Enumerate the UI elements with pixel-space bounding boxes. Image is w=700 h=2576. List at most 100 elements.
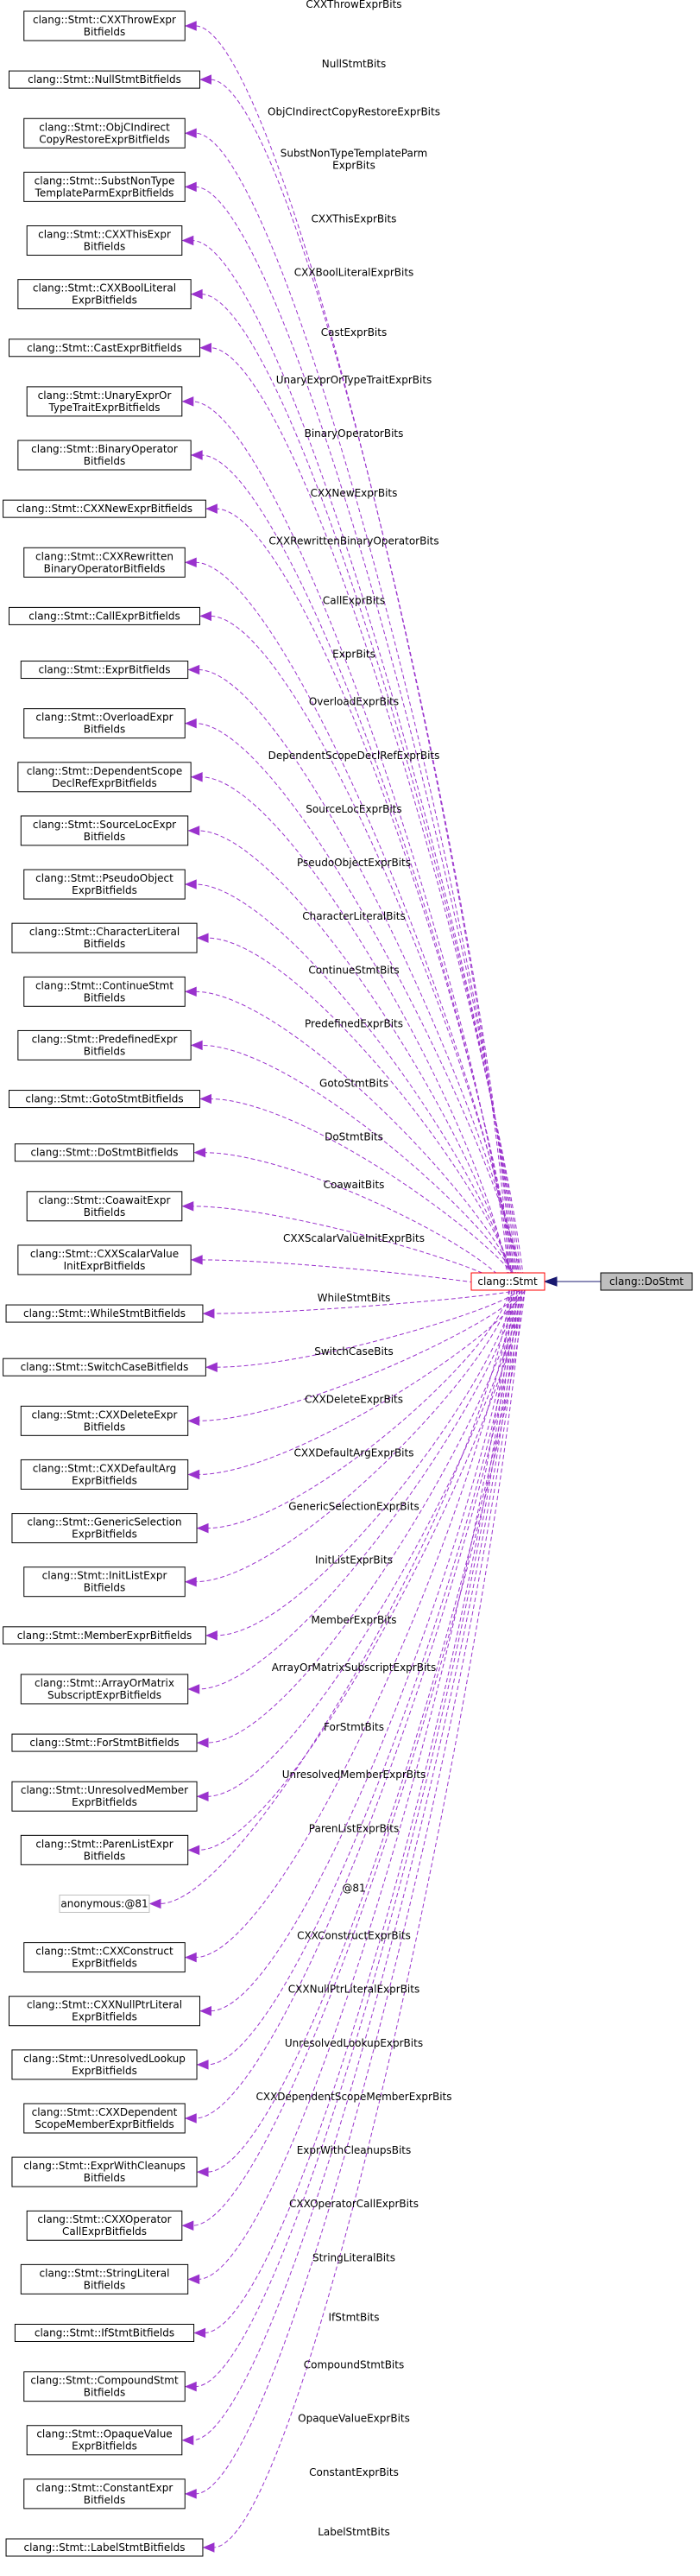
- member-node[interactable]: clang::Stmt::UnresolvedLookupExprBitfiel…: [11, 2049, 198, 2080]
- usage-edge-arrowhead: [184, 128, 197, 139]
- usage-edge-arrowhead: [184, 557, 197, 568]
- member-node[interactable]: clang::Stmt::CXXNullPtrLiteralExprBitfie…: [9, 1996, 200, 2027]
- member-node[interactable]: clang::Stmt::WhileStmtBitfields: [5, 1304, 204, 1323]
- member-node-text: CallExprBitfields: [62, 2225, 147, 2237]
- member-node[interactable]: clang::Stmt::LabelStmtBitfields: [5, 2538, 204, 2557]
- member-node-text: ExprBitfields: [72, 1474, 137, 1486]
- member-node-text: clang::Stmt::ConstantExpr: [36, 2482, 173, 2494]
- member-node[interactable]: clang::Stmt::CXXNewExprBitfields: [3, 499, 206, 518]
- usage-edge-label: CXXRewrittenBinaryOperatorBits: [268, 535, 438, 547]
- usage-edge-arrowhead: [205, 1630, 218, 1641]
- usage-edge-line: [195, 132, 515, 1291]
- member-node[interactable]: clang::Stmt::CXXDependentScopeMemberExpr…: [23, 2103, 186, 2134]
- usage-edge-label: UnresolvedLookupExprBits: [285, 2037, 423, 2049]
- member-node[interactable]: clang::Stmt::UnaryExprOrTypeTraitExprBit…: [26, 386, 183, 417]
- usage-edge-label: PredefinedExprBits: [305, 1017, 403, 1029]
- member-node-text: clang::Stmt::ExprWithCleanups: [23, 2160, 185, 2172]
- node-clang-stmt-label: clang::Stmt: [477, 1275, 538, 1288]
- usage-edge-line: [198, 1289, 526, 1851]
- member-node-text: BinaryOperatorBitfields: [44, 562, 166, 574]
- usage-edge-arrowhead: [205, 503, 218, 514]
- member-node-text: ExprBitfields: [72, 1796, 137, 1808]
- usage-edge-arrowhead: [196, 2167, 209, 2177]
- member-node[interactable]: clang::Stmt::IfStmtBitfields: [14, 2323, 195, 2342]
- member-node[interactable]: clang::Stmt::SwitchCaseBitfields: [3, 1358, 206, 1377]
- member-node[interactable]: clang::Stmt::UnresolvedMemberExprBitfiel…: [11, 1781, 198, 1812]
- usage-edge-label: ExprBits: [332, 159, 375, 171]
- usage-edge-line: [192, 240, 520, 1291]
- member-node-text: clang::Stmt::OpaqueValue: [36, 2428, 172, 2440]
- member-node-text: Bitfields: [84, 1421, 125, 1433]
- usage-edge: [196, 1289, 523, 2177]
- member-node-text: TemplateParmExprBitfields: [35, 187, 174, 199]
- member-node-text: Bitfields: [84, 2494, 125, 2506]
- member-node[interactable]: anonymous:@81: [59, 1894, 150, 1913]
- usage-edge: [205, 1289, 520, 1372]
- usage-edge-label: CXXThrowExprBits: [306, 0, 401, 10]
- usage-edge-label: GotoStmtBits: [319, 1078, 388, 1090]
- member-node[interactable]: clang::Stmt::CXXOperatorCallExprBitfield…: [26, 2210, 183, 2241]
- usage-edge-arrowhead: [187, 1845, 200, 1856]
- usage-edge-line: [210, 347, 526, 1291]
- usage-edge-arrowhead: [190, 288, 203, 300]
- usage-edge-arrowhead: [187, 826, 200, 836]
- member-node[interactable]: clang::Stmt::BinaryOperatorBitfields: [17, 440, 192, 471]
- inheritance-arrowhead: [543, 1276, 558, 1287]
- member-node-text: Bitfields: [84, 831, 125, 843]
- member-node-text: clang::Stmt::IfStmtBitfields: [35, 2326, 174, 2339]
- usage-edge-line: [201, 1259, 515, 1291]
- member-node[interactable]: clang::Stmt::ArrayOrMatrixSubscriptExprB…: [20, 1674, 189, 1705]
- member-node-text: TypeTraitExprBitfields: [47, 402, 160, 414]
- usage-edge: [193, 1289, 513, 2339]
- member-node[interactable]: clang::Stmt::DependentScopeDeclRefExprBi…: [17, 762, 192, 793]
- usage-edge-label: CXXThisExprBits: [312, 213, 397, 225]
- member-node-text: clang::Stmt::MemberExprBitfields: [17, 1630, 192, 1642]
- usage-edge-arrowhead: [184, 879, 197, 889]
- member-node[interactable]: clang::Stmt::MemberExprBitfields: [3, 1626, 206, 1645]
- member-node[interactable]: clang::Stmt::NullStmtBitfields: [9, 70, 200, 89]
- member-node[interactable]: clang::Stmt::ForStmtBitfields: [11, 1733, 198, 1752]
- member-node[interactable]: clang::Stmt::GenericSelectionExprBitfiel…: [11, 1513, 198, 1544]
- usage-edge-label: MemberExprBits: [311, 1614, 396, 1626]
- member-node[interactable]: clang::Stmt::SubstNonTypeTemplateParmExp…: [23, 171, 186, 202]
- member-node[interactable]: clang::Stmt::CXXRewrittenBinaryOperatorB…: [23, 547, 186, 578]
- member-node[interactable]: clang::Stmt::DoStmtBitfields: [14, 1143, 195, 1162]
- member-node[interactable]: clang::Stmt::CXXScalarValueInitExprBitfi…: [17, 1244, 192, 1275]
- member-node-text: clang::Stmt::PseudoObject: [35, 872, 173, 884]
- usage-edge: [190, 772, 510, 1291]
- usage-edge: [187, 826, 513, 1291]
- usage-edge-line: [195, 1289, 515, 2388]
- node-clang-stmt[interactable]: clang::Stmt: [470, 1272, 545, 1291]
- member-node[interactable]: clang::Stmt::ExprBitfields: [20, 661, 189, 680]
- member-node-text: clang::Stmt::ForStmtBitfields: [29, 1737, 179, 1749]
- member-node[interactable]: clang::Stmt::CastExprBitfields: [9, 339, 200, 358]
- usage-edge-label: CharacterLiteralBits: [302, 910, 406, 922]
- usage-edge-label: ContinueStmtBits: [308, 964, 399, 976]
- member-node[interactable]: clang::Stmt::ObjCIndirectCopyRestoreExpr…: [23, 117, 186, 149]
- member-node[interactable]: clang::Stmt::CallExprBitfields: [9, 606, 200, 625]
- member-node[interactable]: clang::Stmt::GotoStmtBitfields: [9, 1090, 200, 1109]
- usage-edge-line: [201, 776, 510, 1291]
- usage-edge: [187, 664, 523, 1291]
- member-node-text: clang::Stmt::SourceLocExpr: [33, 819, 176, 831]
